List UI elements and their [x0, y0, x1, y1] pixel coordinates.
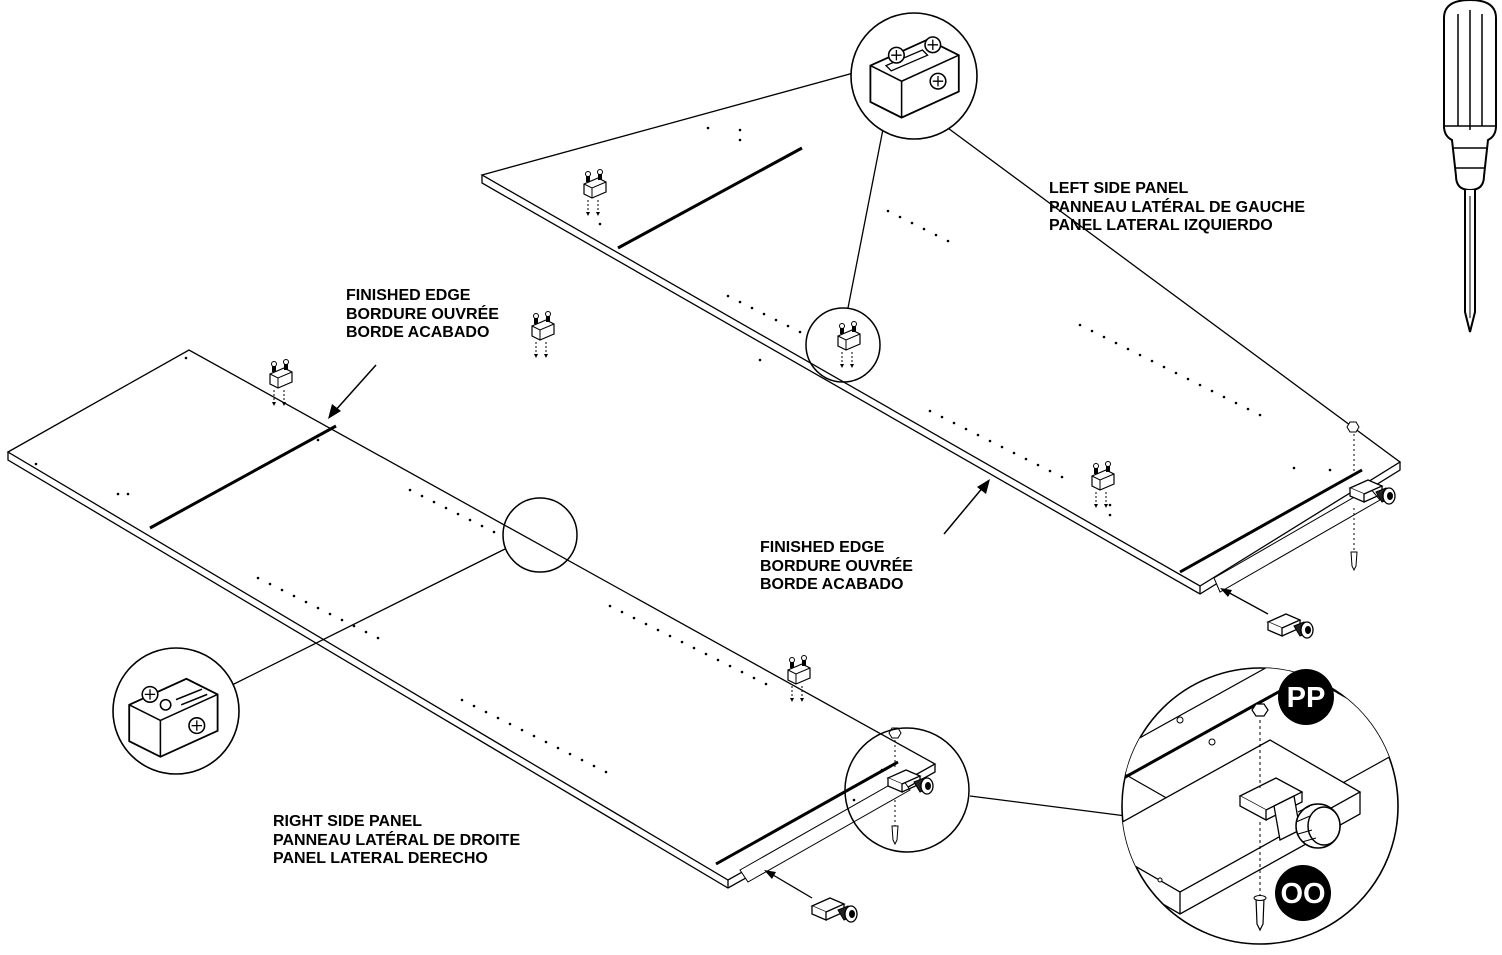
- nut-badge: PP: [1278, 669, 1334, 725]
- finished-edge-label-bottom: FINISHED EDGE BORDURE OUVRÉE BORDE ACABA…: [760, 539, 913, 593]
- finished-edge-label-top: FINISHED EDGE BORDURE OUVRÉE BORDE ACABA…: [346, 287, 499, 341]
- svg-text:OO: OO: [1280, 878, 1325, 910]
- hinge-detail-icon: [869, 36, 960, 119]
- svg-text:PP: PP: [1287, 682, 1326, 714]
- insert-arrow: [764, 870, 813, 899]
- nut-icon: [1346, 421, 1360, 572]
- finished-edge-arrow-top: [328, 364, 377, 419]
- nut-icon: [888, 727, 902, 846]
- finished-edge-arrow-bottom: [943, 479, 990, 535]
- left-side-panel: [480, 12, 1402, 639]
- leveler-foot-icon: [811, 897, 858, 923]
- hinge-detail-callout: [805, 307, 881, 383]
- leveler-detail: PP OO: [1121, 667, 1399, 945]
- leveler-detail-callout: [844, 727, 970, 853]
- right-side-panel: [6, 310, 1127, 923]
- hinge-plate-icon: [531, 310, 555, 359]
- screwdriver-icon: [1443, 0, 1497, 333]
- screw-badge: OO: [1275, 865, 1331, 921]
- hinge-detail-callout: [502, 497, 578, 573]
- right-side-panel-label: RIGHT SIDE PANEL PANNEAU LATÉRAL DE DROI…: [273, 813, 521, 867]
- hinge-detail-icon: [128, 677, 219, 758]
- leveler-foot-icon: [1267, 613, 1314, 639]
- insert-arrow: [1220, 588, 1269, 615]
- left-side-panel-label: LEFT SIDE PANEL PANNEAU LATÉRAL DE GAUCH…: [1049, 180, 1306, 234]
